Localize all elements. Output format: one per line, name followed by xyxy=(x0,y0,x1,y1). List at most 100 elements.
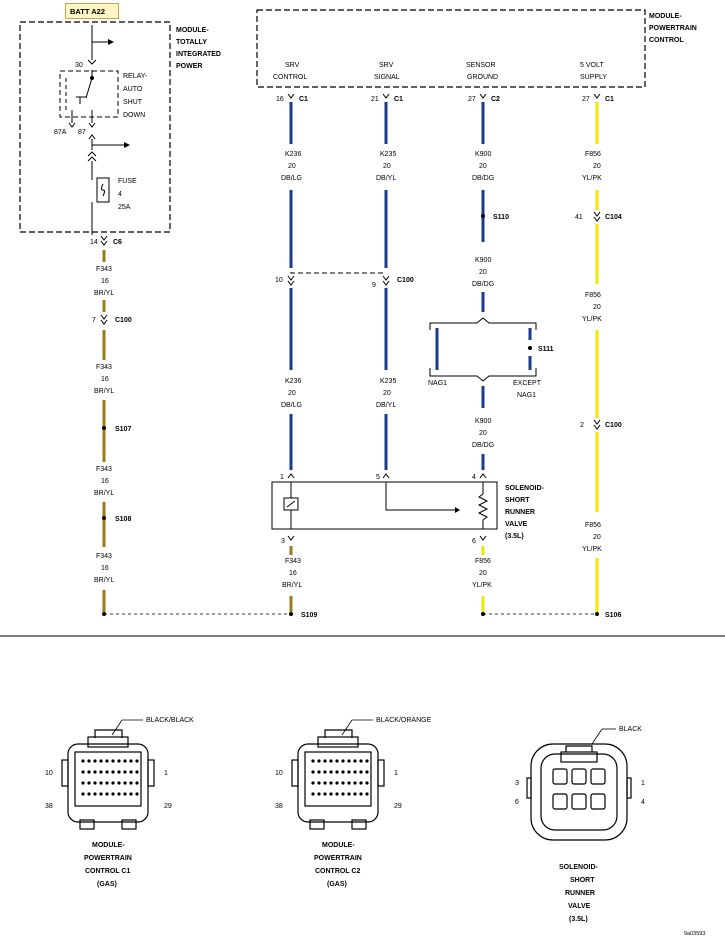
connector-pin-cavity xyxy=(105,792,109,796)
c6-pin: 14 xyxy=(90,239,98,246)
pcm-pin4-conn: C1 xyxy=(605,96,614,103)
connector-pin-cavity xyxy=(335,792,339,796)
splice-s109-label: S109 xyxy=(301,612,317,619)
relay-label-2: AUTO xyxy=(123,86,143,93)
f856-label-6: YL/PK xyxy=(582,316,602,323)
splice-s110-label: S110 xyxy=(493,214,509,221)
connector-pin-cavity xyxy=(347,770,351,774)
connector-pin-cavity xyxy=(317,770,321,774)
c1-pin-bl: 38 xyxy=(45,803,53,810)
connector-pin-cavity xyxy=(359,770,363,774)
connector-pin-cavity xyxy=(347,759,351,763)
k236-label-2: 20 xyxy=(288,163,296,170)
tip-module-label-1: MODULE- xyxy=(176,27,209,34)
pcm-c1-pin-grid xyxy=(81,759,139,796)
k235-label-4: K235 xyxy=(380,378,396,385)
solenoid-internal xyxy=(283,482,489,529)
solenoid-label-1: SOLENOID- xyxy=(505,485,545,492)
pcm-pin4-number: 27 xyxy=(582,96,590,103)
sol-pin-bl: 6 xyxy=(515,799,519,806)
c2-color-leader xyxy=(341,719,353,736)
c1-caption-1: MODULE- xyxy=(92,842,125,849)
s109-right-dot xyxy=(289,612,293,616)
connector-pin-cavity xyxy=(135,759,139,763)
connector-pin-cavity xyxy=(347,781,351,785)
f856-label-3: YL/PK xyxy=(582,175,602,182)
connector-pin-cavity xyxy=(81,792,85,796)
f343-label-12: BR/YL xyxy=(94,577,114,584)
connector-pin-cavity xyxy=(99,770,103,774)
connector-pin-cavity xyxy=(87,759,91,763)
solenoid-bottom-chevrons xyxy=(287,535,487,541)
splice-s111-label: S111 xyxy=(538,346,554,353)
splice-s110-dot xyxy=(481,214,485,218)
c2-caption-2: POWERTRAIN xyxy=(314,855,362,862)
connector-pin-cavity xyxy=(123,792,127,796)
splice-s111-dot xyxy=(528,346,532,350)
connector-pin-cavity xyxy=(323,792,327,796)
k236-label-1: K236 xyxy=(285,151,301,158)
sol-pin-tr: 1 xyxy=(641,780,645,787)
connector-pin-cavity xyxy=(311,781,315,785)
c2-pin-bl: 38 xyxy=(275,803,283,810)
solenoid-pin-3: 3 xyxy=(281,538,285,545)
figure-id: 9a03593 xyxy=(684,931,705,937)
relay-label-4: DOWN xyxy=(123,112,145,119)
c100-k235-pin: 9 xyxy=(372,282,376,289)
k235-label-2: 20 xyxy=(383,163,391,170)
connector-pin-cavity xyxy=(341,792,345,796)
connector-pin-cavity xyxy=(81,770,85,774)
f343-label-2: 16 xyxy=(101,278,109,285)
connector-pin-cavity xyxy=(359,781,363,785)
k900-label-8: 20 xyxy=(479,430,487,437)
variant-except-2: NAG1 xyxy=(517,392,536,399)
connector-pin-cavity xyxy=(135,792,139,796)
connector-pin-cavity xyxy=(105,781,109,785)
f343-label-4: F343 xyxy=(96,364,112,371)
connector-pin-cavity xyxy=(111,781,115,785)
connector-pin-cavity xyxy=(317,781,321,785)
connector-pin-cavity xyxy=(311,770,315,774)
f856-label-7: F856 xyxy=(585,522,601,529)
f343-label-5: 16 xyxy=(101,376,109,383)
wire-f856 xyxy=(481,102,599,612)
connector-pin-cavity xyxy=(117,792,121,796)
wire-k900 xyxy=(435,102,532,470)
relay-label-3: SHUT xyxy=(123,99,143,106)
tip-module-label-2: TOTALLY xyxy=(176,39,207,46)
pcm-pin3-conn: C2 xyxy=(491,96,500,103)
connector-pin-cavity xyxy=(317,792,321,796)
connector-pin-cavity xyxy=(105,770,109,774)
sol-color-leader xyxy=(591,728,603,745)
solenoid-pin-6: 6 xyxy=(472,538,476,545)
splice-s107-dot xyxy=(102,426,106,430)
connector-pin-cavity xyxy=(359,759,363,763)
pcm-pin3-number: 27 xyxy=(468,96,476,103)
connector-pin-cavity xyxy=(93,759,97,763)
c100-chevrons xyxy=(287,275,390,286)
solenoid-label-3: RUNNER xyxy=(505,509,535,516)
connector-pin-cavity xyxy=(111,792,115,796)
k900-label-5: 20 xyxy=(479,269,487,276)
connector-pin-cavity xyxy=(341,770,345,774)
pcm-module-label-1: MODULE- xyxy=(649,13,682,20)
s106-left-dot xyxy=(481,612,485,616)
c1-caption-4: (GAS) xyxy=(97,881,117,888)
f856-label-10: F856 xyxy=(475,558,491,565)
c100-dashed-link xyxy=(290,272,386,274)
k900-label-4: K900 xyxy=(475,257,491,264)
connector-pin-cavity xyxy=(117,770,121,774)
connector-pin-cavity xyxy=(117,781,121,785)
f343-label-6: BR/YL xyxy=(94,388,114,395)
k236-label-6: DB/LG xyxy=(281,402,302,409)
connector-pin-cavity xyxy=(353,792,357,796)
f343-label-9: BR/YL xyxy=(94,490,114,497)
c2-pin-br: 29 xyxy=(394,803,402,810)
pcm-pin3-name-2: GROUND xyxy=(467,74,498,81)
asd-relay xyxy=(59,25,130,235)
relay-pin-30: 30 xyxy=(75,62,83,69)
f343-label-1: F343 xyxy=(96,266,112,273)
c104-pin: 41 xyxy=(575,214,583,221)
c100-left-pin: 7 xyxy=(92,317,96,324)
connector-pin-cavity xyxy=(329,770,333,774)
